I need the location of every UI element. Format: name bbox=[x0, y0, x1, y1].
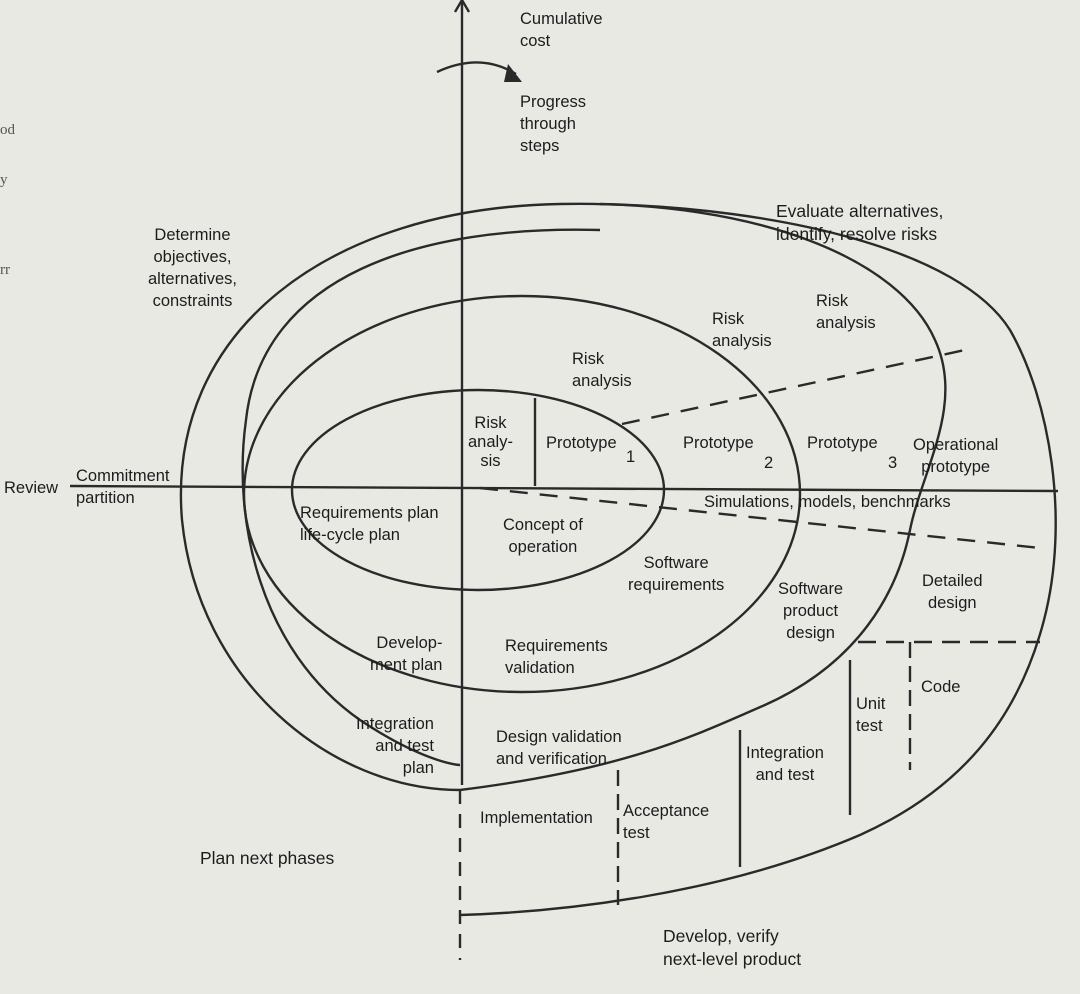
axis-arrowhead bbox=[453, 0, 471, 13]
simulation-wedge-dashed bbox=[479, 486, 1041, 550]
progress-arrow bbox=[436, 61, 517, 76]
unit-test-label: Unit test bbox=[856, 695, 886, 735]
spiral-loop-4 bbox=[459, 202, 1057, 917]
implementation-label: Implementation bbox=[480, 809, 593, 827]
spiral-loop-4-left bbox=[241, 228, 601, 767]
prototype-1-label: Prototype bbox=[546, 434, 617, 452]
horizontal-axis bbox=[69, 484, 1059, 493]
spiral-loop-1 bbox=[290, 388, 666, 592]
requirements-plan-label: Requirements plan life-cycle plan bbox=[300, 504, 439, 544]
develop-quadrant-label: Develop, verify next-level product bbox=[663, 926, 802, 969]
commitment-partition-label: Commitment partition bbox=[76, 467, 170, 507]
edge-fragment-2: y bbox=[0, 172, 8, 188]
development-plan-label: Develop- ment plan bbox=[370, 634, 443, 674]
risk-analysis-4: Risk analysis bbox=[816, 292, 876, 332]
simulations-label: Simulations, models, benchmarks bbox=[704, 493, 951, 511]
prototype-2-number: 2 bbox=[764, 454, 774, 472]
risk-analysis-1: Risk analy- sis bbox=[468, 414, 513, 470]
requirements-validation-label: Requirements validation bbox=[505, 637, 608, 677]
prototype-2-label: Prototype bbox=[683, 434, 754, 452]
risk-wedge-dashed bbox=[621, 348, 966, 426]
integration-and-test-label: Integration and test bbox=[746, 744, 824, 784]
risk-analysis-3: Risk analysis bbox=[712, 310, 772, 350]
plan-quadrant-label: Plan next phases bbox=[200, 848, 335, 868]
progress-arrowhead bbox=[504, 64, 522, 82]
design-validation-label: Design validation and verification bbox=[496, 728, 622, 768]
prototype-1-number: 1 bbox=[626, 448, 636, 466]
progress-label: Progress through steps bbox=[520, 93, 587, 155]
prototype-3-number: 3 bbox=[888, 454, 898, 472]
review-label: Review bbox=[4, 479, 59, 497]
risk-analysis-2: Risk analysis bbox=[572, 350, 632, 390]
objectives-quadrant-label: Determine objectives, alternatives, cons… bbox=[148, 226, 237, 310]
software-product-design-label: Software product design bbox=[778, 580, 844, 642]
acceptance-test-label: Acceptance test bbox=[623, 802, 710, 842]
software-requirements-label: Software requirements bbox=[628, 554, 725, 594]
cumulative-cost-label: Cumulative cost bbox=[520, 10, 603, 50]
concept-of-operation-label: Concept of operation bbox=[503, 516, 583, 556]
evaluate-quadrant-label: Evaluate alternatives, identify, resolve… bbox=[776, 201, 944, 244]
integration-test-plan-label: Integration and test plan bbox=[356, 715, 434, 777]
detailed-design-label: Detailed design bbox=[922, 572, 983, 612]
code-label: Code bbox=[921, 678, 961, 696]
edge-fragment-3: rr bbox=[0, 262, 10, 278]
prototype-3-label: Prototype bbox=[807, 434, 878, 452]
spiral-loop-3 bbox=[179, 202, 947, 792]
operational-prototype-label: Operational prototype bbox=[913, 436, 999, 476]
edge-fragment-1: od bbox=[0, 122, 15, 138]
